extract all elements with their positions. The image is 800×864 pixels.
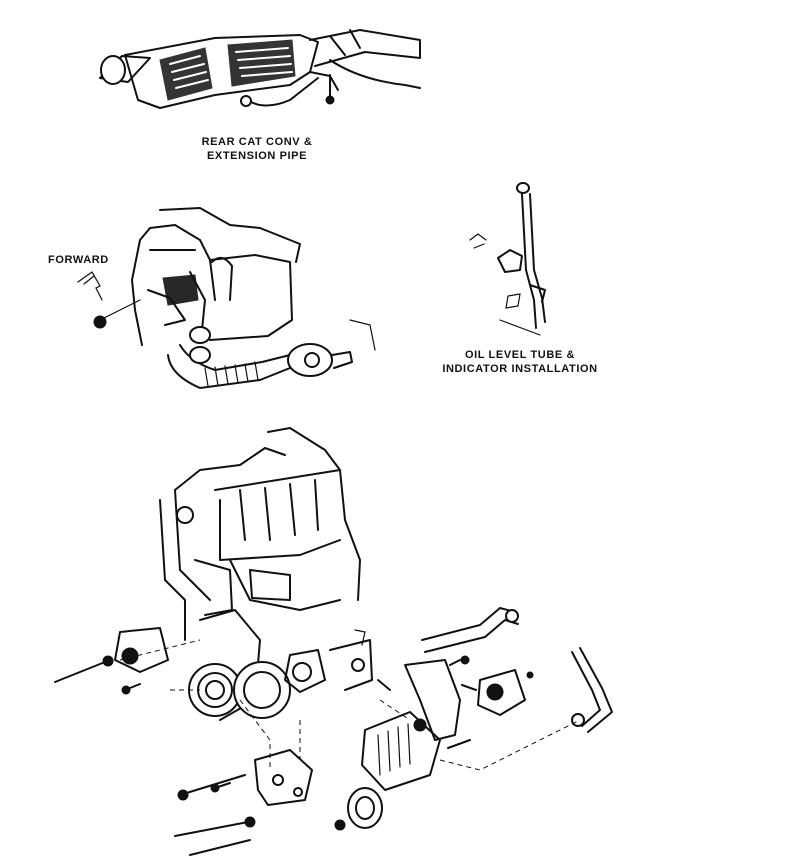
oil-tube-label-line-1: OIL LEVEL TUBE &: [464, 349, 576, 361]
exhaust-manifold-illustration: [77, 207, 376, 389]
engine-front-exploded-illustration: [54, 427, 613, 856]
oil-level-tube-illustration: [469, 182, 546, 336]
catalytic-converter-illustration: [99, 29, 421, 109]
cat-conv-label: REAR CAT CONV & EXTENSION PIPE: [172, 135, 342, 163]
cat-conv-label-line-2: EXTENSION PIPE: [206, 150, 308, 162]
forward-label: FORWARD: [48, 254, 109, 266]
oil-tube-label-line-2: INDICATOR INSTALLATION: [442, 363, 598, 375]
oil-tube-label: OIL LEVEL TUBE & INDICATOR INSTALLATION: [420, 348, 620, 376]
cat-conv-label-line-1: REAR CAT CONV &: [201, 136, 313, 148]
